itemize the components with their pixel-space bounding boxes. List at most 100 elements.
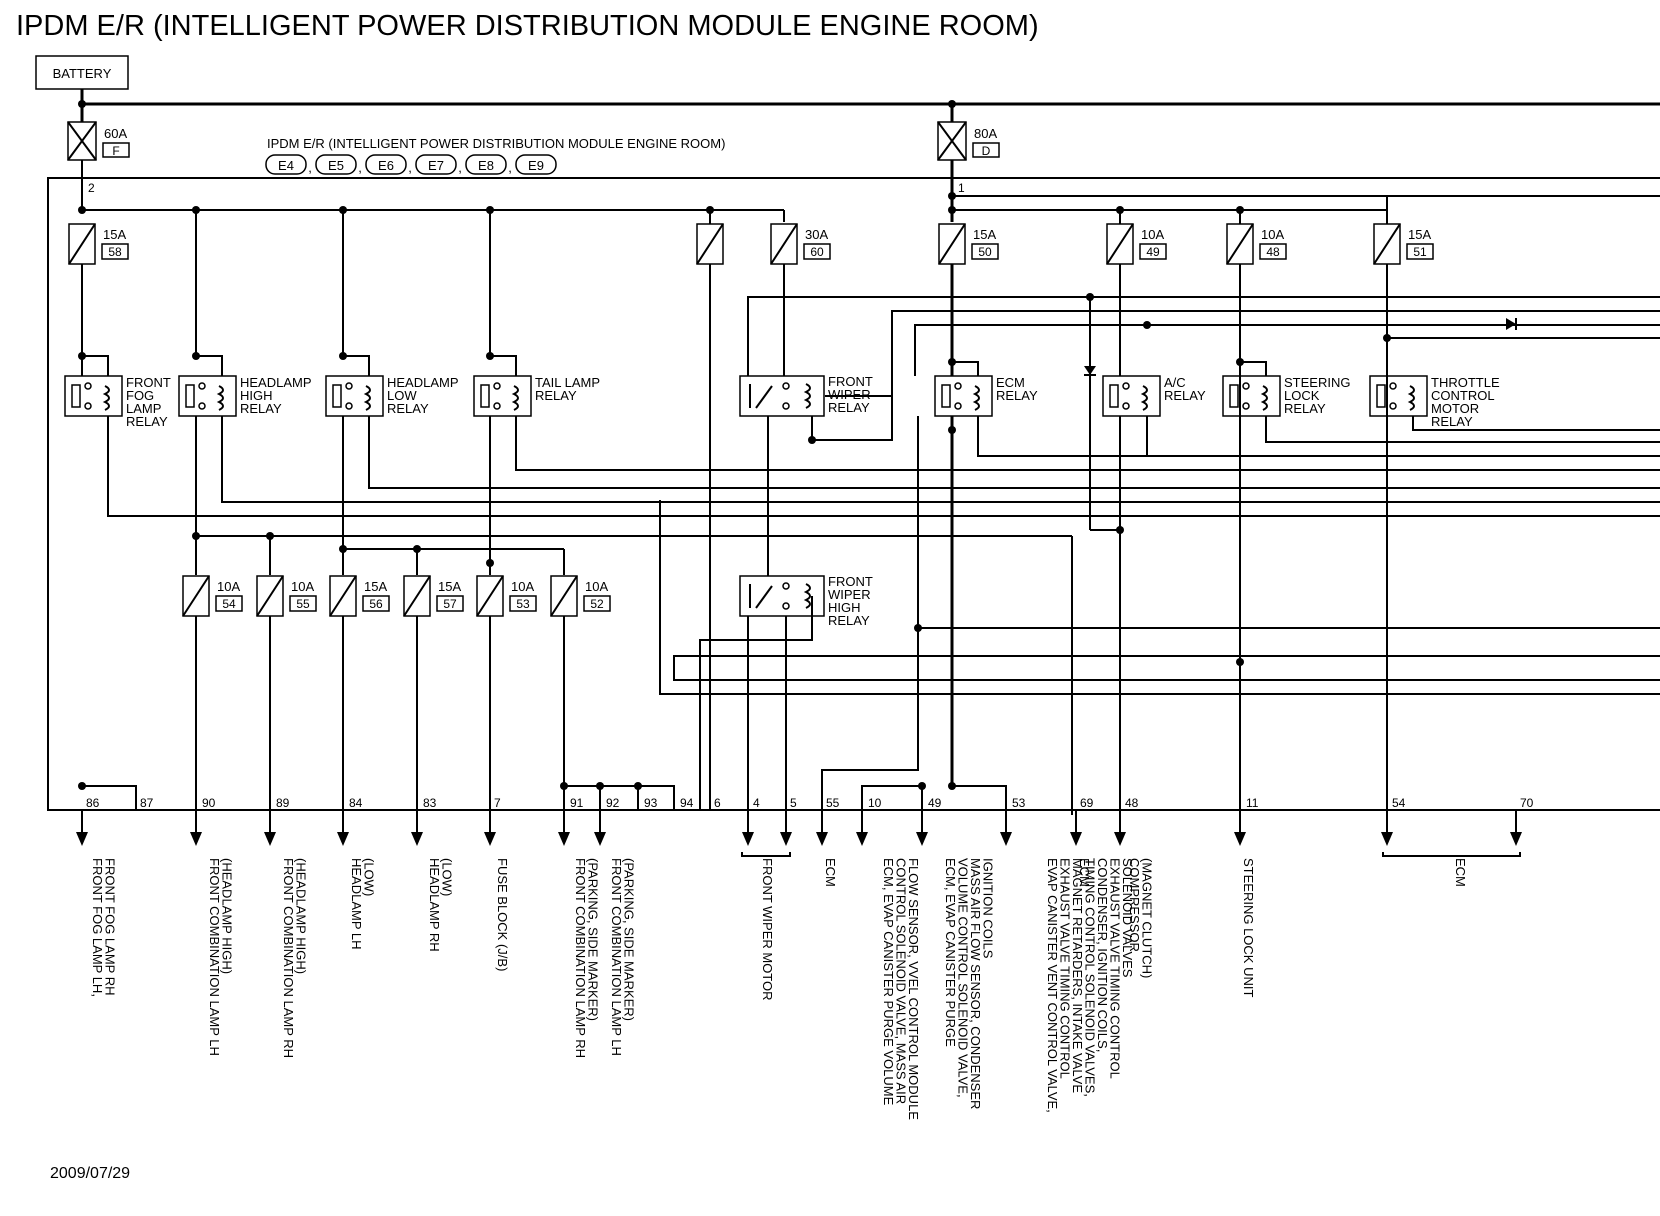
pin-number: 11 [1246, 796, 1259, 810]
fuse-element [329, 575, 357, 617]
fuse-id: 60 [810, 245, 824, 259]
battery-box [35, 55, 129, 90]
fuse-id: 52 [590, 597, 604, 611]
fuse-element [1226, 223, 1254, 265]
destination-headlamp-lh-low-line: (LOW) [362, 858, 377, 896]
relay-label: ECM [996, 375, 1025, 390]
relay-coil [216, 385, 224, 411]
fuse-id: 51 [1413, 245, 1427, 259]
destination-combination-lamp-rh-parking-line: (PARKING, SIDE MARKER) [586, 858, 601, 1021]
relay-coil [511, 385, 519, 411]
fuse-amp: 15A [438, 579, 461, 594]
output-arrow [337, 832, 349, 846]
pin-number: 10 [868, 796, 882, 810]
wire [82, 785, 137, 810]
connector-separator: , [408, 160, 412, 175]
relay-label: RELAY [1164, 388, 1206, 403]
fuse [696, 223, 724, 265]
destination-steering-lock-unit: STEERING LOCK UNIT [1241, 858, 1256, 997]
relay-contact [71, 384, 81, 408]
wire [811, 410, 893, 441]
ipdm-subtitle: IPDM E/R (INTELLIGENT POWER DISTRIBUTION… [267, 136, 725, 151]
destination-ecm-evap-volume-line: VOLUME CONTROL SOLENOID VALVE, [956, 858, 971, 1098]
wire [221, 416, 1660, 503]
pin-number: 7 [494, 796, 501, 810]
relay-label: FRONT [828, 374, 873, 389]
destination-ecm-evap-volume-line: IGNITION COILS [981, 858, 996, 959]
relay-contact [1376, 384, 1386, 408]
relay-label: WIPER [828, 387, 871, 402]
relay-label: WIPER [828, 587, 871, 602]
fuse-element [182, 575, 210, 617]
relay-label: HEADLAMP [240, 375, 312, 390]
destination-compressor-line: (MAGNET CLUTCH) [1140, 858, 1155, 978]
wire [914, 324, 1660, 376]
relay-terminal [782, 382, 790, 390]
pin-number: 94 [680, 796, 694, 810]
pin-number: 87 [140, 796, 154, 810]
fuse-amp: 15A [364, 579, 387, 594]
relay-terminal [782, 582, 790, 590]
connector-separator: , [358, 160, 362, 175]
relay-terminal [782, 402, 790, 410]
wire [1240, 361, 1267, 376]
destination-fuse-block-line: FUSE BLOCK (J/B) [495, 858, 510, 971]
output-arrow [742, 832, 754, 846]
ipdm-outline [47, 177, 1660, 811]
destination-ecm-3-line: ECM [1453, 858, 1468, 887]
destination-combination-lamp-rh-high: FRONT COMBINATION LAMP RH(HEADLAMP HIGH) [281, 858, 309, 1058]
pin-number: 83 [423, 796, 437, 810]
relay-coil [972, 385, 980, 411]
destination-compressor-line: COMPRESSOR [1127, 858, 1142, 952]
wire [891, 310, 1660, 410]
pin-number: 90 [202, 796, 216, 810]
destination-evap-vent-control-line: EVAP CANISTER VENT CONTROL VALVE, [1045, 858, 1060, 1113]
relay-label: HEADLAMP [387, 375, 459, 390]
pin-label: 1 [958, 181, 965, 195]
connector-badge [365, 154, 407, 175]
relay-label: HIGH [240, 388, 273, 403]
relay-terminal [1242, 402, 1250, 410]
pin-number: 91 [570, 796, 584, 810]
fusible-link-amp: 60A [104, 126, 127, 141]
pin-number: 70 [1520, 796, 1534, 810]
destination-combination-lamp-lh-parking-line: (PARKING, SIDE MARKER) [622, 858, 637, 1021]
pin-number: 6 [714, 796, 721, 810]
fuse-id-box [1139, 243, 1167, 260]
relay-coil [363, 385, 371, 411]
pin-number: 89 [276, 796, 290, 810]
fusible-link-mark [937, 121, 967, 161]
relay-switch-arm [755, 385, 773, 409]
pin-number: 84 [349, 796, 363, 810]
relay-terminal [1122, 402, 1130, 410]
output-arrow [190, 832, 202, 846]
fuse-id: 48 [1266, 245, 1280, 259]
fuse-id-box [102, 142, 130, 158]
fuse-amp: 10A [291, 579, 314, 594]
relay-label: RELAY [387, 401, 429, 416]
fuse-element [256, 575, 284, 617]
fuse-amp: 10A [1261, 227, 1284, 242]
fuse-id: 53 [516, 597, 530, 611]
fuse-element [1373, 223, 1401, 265]
relay-terminal [1389, 382, 1397, 390]
relay-label: TAIL LAMP [535, 375, 600, 390]
destination-combination-lamp-rh-high-line: FRONT COMBINATION LAMP RH [281, 858, 296, 1058]
output-arrow [1510, 832, 1522, 846]
connector-badge [265, 154, 307, 175]
output-arrow [484, 832, 496, 846]
fusible-link-mark [67, 121, 97, 161]
destination-compressor: COMPRESSOR(MAGNET CLUTCH) [1127, 858, 1155, 978]
destination-fog-lamp: FRONT FOG LAMP LH,FRONT FOG LAMP RH [90, 858, 118, 997]
fuse-id-box [803, 243, 831, 260]
wire [821, 416, 919, 840]
fuse-amp: 30A [805, 227, 828, 242]
pin-number: 5 [790, 796, 797, 810]
destination-combination-lamp-rh-parking: FRONT COMBINATION LAMP RH(PARKING, SIDE … [573, 858, 601, 1058]
